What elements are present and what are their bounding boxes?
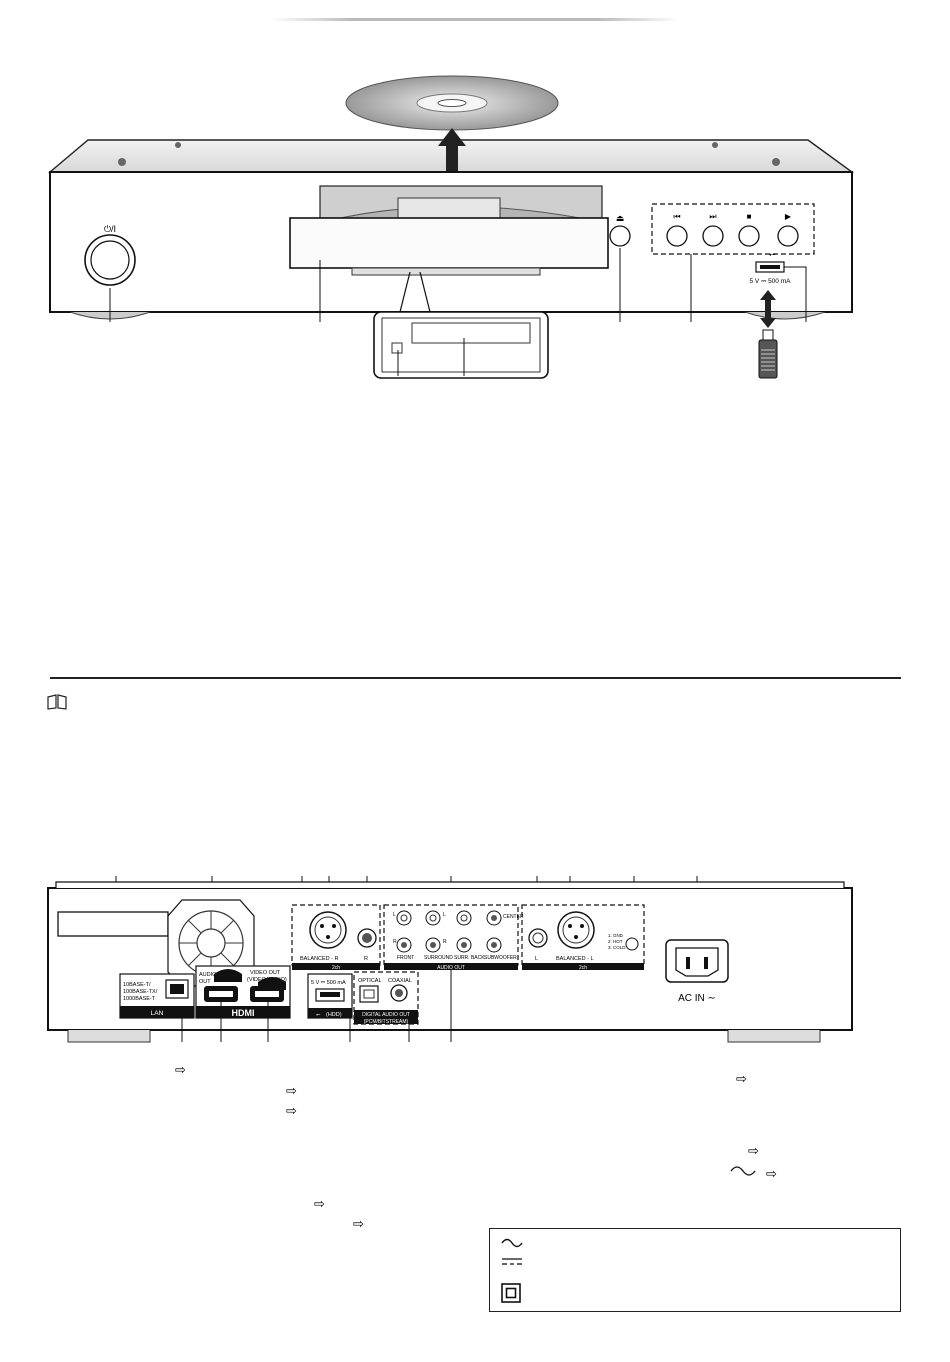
svg-text:VIDEO OUT: VIDEO OUT (250, 970, 281, 976)
reference-arrow-icon: ⇨ (766, 1166, 777, 1181)
lan-port-group: 10BASE-T/ 100BASE-TX/ 1000BASE-T LAN (119, 973, 195, 1019)
skip-back-icon: ⏮ (673, 212, 680, 221)
svg-text:5 V ⎓ 500 mA: 5 V ⎓ 500 mA (311, 980, 346, 986)
reference-arrow-icon: ⇨ (314, 1196, 325, 1211)
rear-panel-illustration: 10BASE-T/ 100BASE-TX/ 1000BASE-T LAN AUD… (47, 876, 853, 1043)
usb-stick-illustration (758, 290, 778, 379)
usb-icon: ⭠ (769, 250, 776, 259)
svg-text:DIGITAL AUDIO OUT: DIGITAL AUDIO OUT (362, 1012, 410, 1018)
svg-text:BALANCED - R: BALANCED - R (300, 956, 339, 962)
cooling-fan (167, 899, 255, 987)
svg-text:(PCM/BITSTREAM): (PCM/BITSTREAM) (364, 1019, 409, 1025)
svg-text:2ch: 2ch (332, 965, 340, 971)
front-panel-illustration: ⏻/I ⏏ ⏮ ⏭ ■ ▶ ⭠ 5 V ⎓ 500 mA (48, 75, 855, 379)
rca-7-1ch-group: L L R R CENTER FRONT SURROUND SURR. BACK S… (384, 910, 524, 971)
svg-text:OUT: OUT (199, 979, 211, 985)
svg-text:L: L (393, 912, 396, 918)
svg-text:OPTICAL: OPTICAL (358, 978, 382, 984)
svg-text:SUBWOOFER: SUBWOOFER (484, 955, 517, 961)
svg-text:FRONT: FRONT (397, 955, 414, 961)
svg-text:L: L (535, 956, 538, 962)
svg-text:R: R (364, 956, 368, 962)
top-decorative-line (270, 18, 680, 21)
svg-text:2ch: 2ch (579, 965, 587, 971)
svg-text:1: GND: 1: GND (608, 933, 624, 938)
skip-back-button[interactable] (666, 225, 688, 247)
reference-arrow-icon: ⇨ (748, 1143, 759, 1158)
reference-arrow-icon: ⇨ (353, 1216, 364, 1231)
svg-text:10BASE-T/: 10BASE-T/ (123, 982, 151, 988)
ac-inlet: AC IN ∼ (665, 939, 729, 1004)
svg-text:100BASE-TX/: 100BASE-TX/ (123, 989, 158, 995)
skip-forward-button[interactable] (702, 225, 724, 247)
disc-tray[interactable] (289, 217, 609, 269)
svg-text:(HDD): (HDD) (326, 1012, 342, 1018)
direct-current-icon (502, 1258, 522, 1265)
playback-buttons-group (651, 203, 815, 255)
reference-arrow-icon: ⇨ (736, 1071, 747, 1086)
svg-text:2: HOT: 2: HOT (608, 939, 623, 944)
svg-text:AUDIO: AUDIO (199, 972, 217, 978)
svg-text:CENTER: CENTER (503, 914, 524, 920)
svg-text:COAXIAL: COAXIAL (388, 978, 412, 984)
hdmi-group: AUDIO OUT VIDEO OUT (VIDEO/AUDIO) HDMI (195, 965, 291, 1019)
usb-icon: ⭠ (316, 1012, 321, 1018)
stop-icon: ■ (747, 212, 752, 221)
hdmi-logo: HDMI (232, 1008, 255, 1018)
svg-text:1000BASE-T: 1000BASE-T (123, 996, 156, 1002)
alternating-current-icon (501, 1238, 523, 1248)
front-usb-rating: 5 V ⎓ 500 mA (750, 278, 792, 285)
play-icon: ▶ (785, 212, 792, 221)
section-divider (50, 677, 901, 679)
svg-text:R: R (393, 939, 397, 945)
front-display (411, 322, 531, 344)
svg-text:L: L (443, 912, 446, 918)
reference-arrow-icon: ⇨ (286, 1083, 297, 1098)
reference-arrow-icon: ⇨ (286, 1103, 297, 1118)
reference-arrow-icon: ⇨ (175, 1062, 186, 1077)
symbol-legend (489, 1228, 901, 1312)
svg-text:LAN: LAN (151, 1010, 164, 1017)
svg-text:BALANCED - L: BALANCED - L (556, 956, 594, 962)
eject-button[interactable] (609, 225, 631, 247)
alternating-current-icon (730, 1166, 756, 1176)
svg-text:SURROUND: SURROUND (424, 955, 453, 961)
skip-forward-icon: ⏭ (709, 212, 716, 221)
label-plate (57, 911, 169, 937)
svg-text:3: COLD: 3: COLD (608, 945, 626, 950)
rear-description-area: ⇨ ⇨ ⇨ ⇨ ⇨ ⇨ ⇨ ⇨ (175, 1062, 777, 1231)
power-label: ⏻/I (104, 224, 116, 234)
double-insulation-icon (501, 1283, 521, 1303)
stop-button[interactable] (738, 225, 760, 247)
play-button[interactable] (777, 225, 799, 247)
remote-sensor (391, 342, 403, 354)
svg-text:AC IN ∼: AC IN ∼ (678, 993, 716, 1004)
svg-text:R: R (443, 939, 447, 945)
svg-text:SURR. BACK: SURR. BACK (454, 955, 485, 961)
rear-usb-group: 5 V ⎓ 500 mA ⭠ (HDD) (307, 973, 353, 1019)
open-book-icon (47, 694, 67, 710)
svg-text:AUDIO OUT: AUDIO OUT (437, 965, 465, 971)
eject-icon: ⏏ (616, 213, 625, 223)
disc-illustration (345, 75, 559, 131)
